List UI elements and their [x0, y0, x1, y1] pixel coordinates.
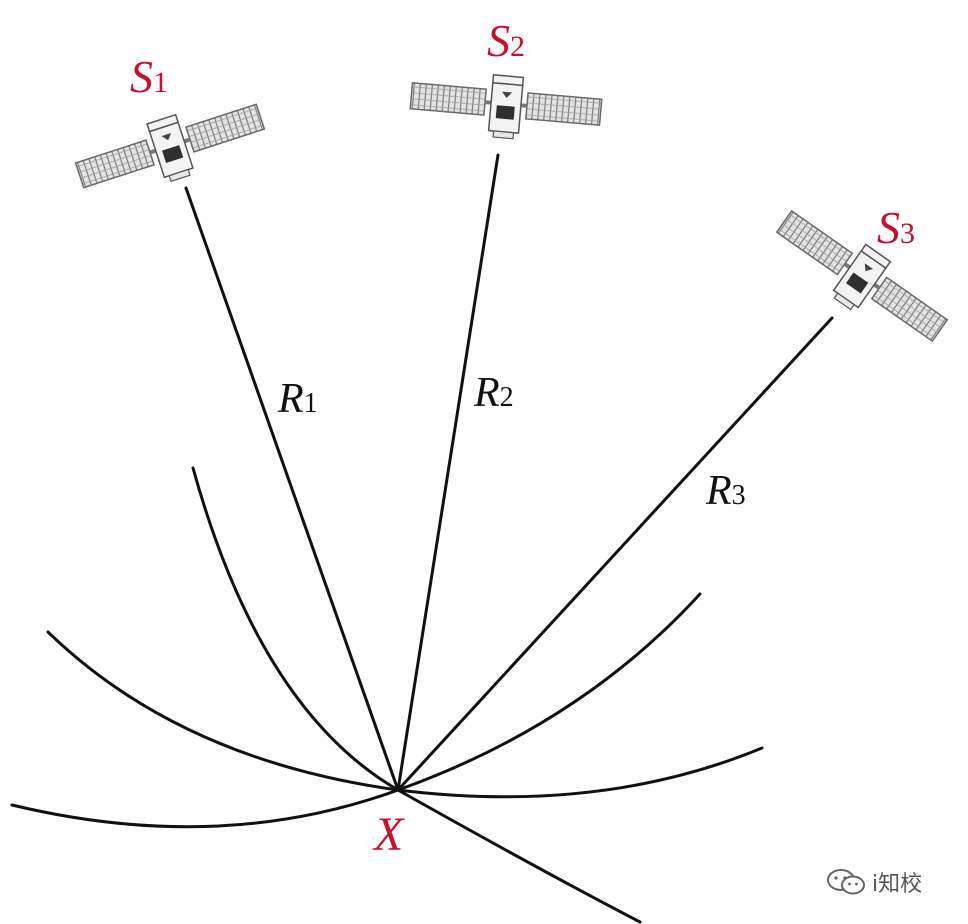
satellite-label-s3: S3: [877, 202, 915, 253]
range-arc-s2: [46, 630, 764, 799]
range-label-r1: R1: [277, 376, 318, 422]
range-line-r1: [184, 186, 400, 792]
satellite-s1-icon: [70, 89, 272, 209]
watermark-text: i知校: [872, 872, 923, 897]
satellite-s3-icon: [763, 197, 957, 360]
wechat-icon: [827, 869, 865, 895]
satellite-label-s2: S2: [487, 15, 525, 66]
range-line-r2: [396, 153, 500, 792]
satellite-label-s1: S1: [130, 51, 168, 102]
range-label-r3: R3: [705, 468, 746, 514]
range-arc-s1: [191, 466, 642, 924]
range-label-r2: R2: [473, 370, 514, 416]
watermark: i知校: [826, 866, 922, 898]
receiver-label-x: X: [372, 808, 405, 861]
range-line-r3: [396, 316, 834, 792]
satellite-s2-icon: [407, 67, 604, 147]
